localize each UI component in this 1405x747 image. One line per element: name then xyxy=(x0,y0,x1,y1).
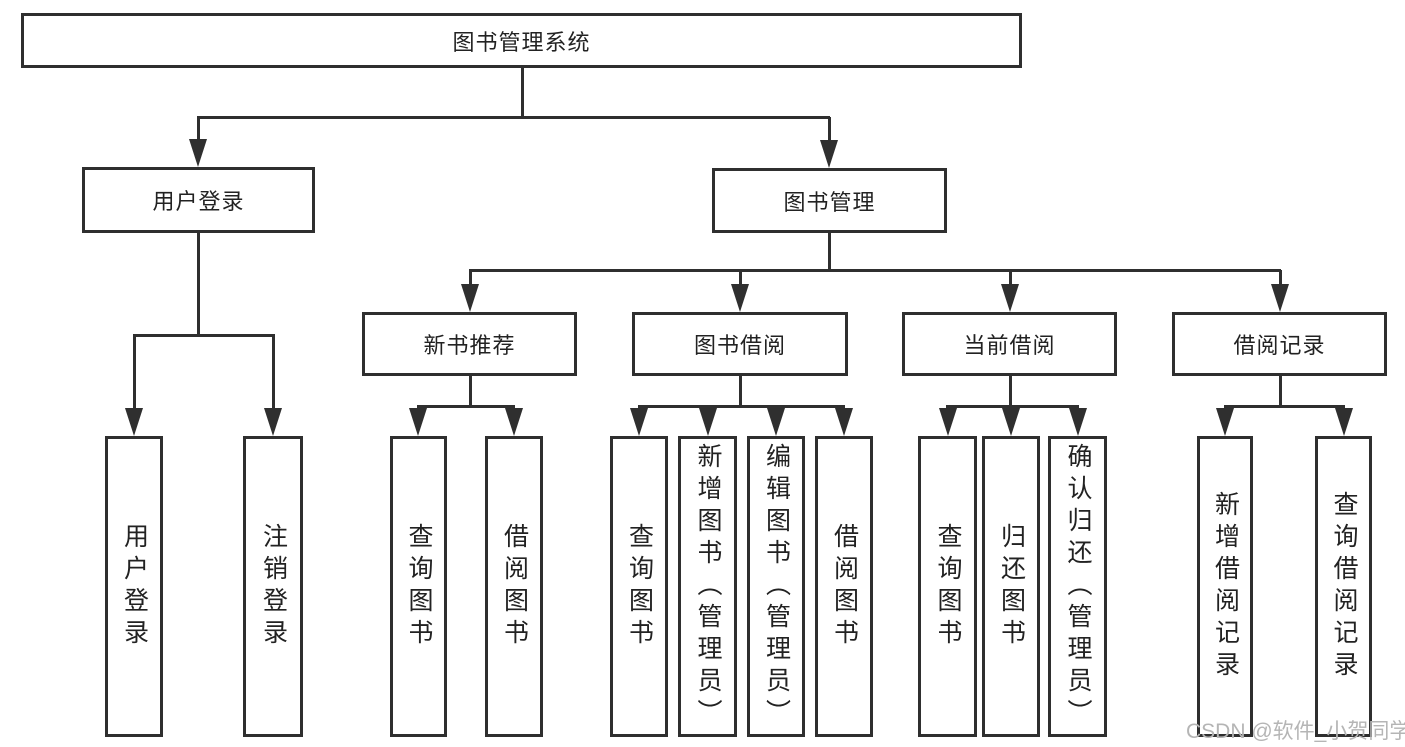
node-label: 图书借阅 xyxy=(693,333,786,358)
arrowhead-down-icon xyxy=(835,408,853,436)
node-label: 新增借阅记录 xyxy=(1211,490,1240,683)
connector-line-horizontal xyxy=(133,334,275,337)
connector-line-vertical xyxy=(133,335,136,410)
connector-line-vertical xyxy=(272,335,275,410)
arrowhead-down-icon xyxy=(1069,408,1087,436)
arrowhead-down-icon xyxy=(264,408,282,436)
watermark: CSDN @软件_小贺同学 xyxy=(1186,720,1405,743)
connector-line-horizontal xyxy=(197,116,830,119)
node-book-mgmt: 图书管理 xyxy=(712,168,947,233)
node-leaf-query-book-1: 查询图书 xyxy=(390,436,447,737)
node-leaf-query-book-2: 查询图书 xyxy=(610,436,668,737)
node-label: 借阅图书 xyxy=(500,522,529,651)
node-label: 图书管理系统 xyxy=(452,29,591,55)
node-user-login: 用户登录 xyxy=(82,167,315,233)
arrowhead-down-icon xyxy=(1271,284,1289,312)
arrowhead-down-icon xyxy=(939,408,957,436)
node-leaf-borrow-book-2: 借阅图书 xyxy=(815,436,873,737)
node-label: 用户登录 xyxy=(152,189,245,214)
arrowhead-down-icon xyxy=(461,284,479,312)
node-label: 编辑图书（管理员） xyxy=(762,442,791,731)
connector-line-horizontal xyxy=(1224,405,1345,408)
node-label: 查询图书 xyxy=(934,522,962,651)
node-borrow-records: 借阅记录 xyxy=(1172,312,1387,376)
connector-line-horizontal xyxy=(469,269,1281,272)
node-new-book-rec: 新书推荐 xyxy=(362,312,577,376)
node-label: 确认归还（管理员） xyxy=(1064,442,1092,731)
node-root: 图书管理系统 xyxy=(21,13,1022,68)
arrowhead-down-icon xyxy=(125,408,143,436)
node-book-borrow: 图书借阅 xyxy=(632,312,848,376)
node-leaf-borrow-book-1: 借阅图书 xyxy=(485,436,543,737)
node-leaf-logout: 注销登录 xyxy=(243,436,303,737)
arrowhead-down-icon xyxy=(767,408,785,436)
arrowhead-down-icon xyxy=(409,408,427,436)
arrowhead-down-icon xyxy=(505,408,523,436)
connector-line-vertical xyxy=(521,68,524,118)
node-leaf-add-borrow-record: 新增借阅记录 xyxy=(1197,436,1253,737)
arrowhead-down-icon xyxy=(699,408,717,436)
connector-line-vertical xyxy=(1279,376,1282,407)
node-leaf-edit-book: 编辑图书（管理员） xyxy=(747,436,805,737)
connector-line-vertical xyxy=(197,117,200,141)
node-label: 注销登录 xyxy=(259,522,288,651)
connector-line-vertical xyxy=(828,233,831,271)
node-current-borrow: 当前借阅 xyxy=(902,312,1117,376)
node-leaf-return-book: 归还图书 xyxy=(982,436,1040,737)
node-label: 用户登录 xyxy=(120,522,149,651)
arrowhead-down-icon xyxy=(731,284,749,312)
node-leaf-add-book: 新增图书（管理员） xyxy=(678,436,737,737)
connector-line-vertical xyxy=(1009,376,1012,407)
node-label: 借阅图书 xyxy=(830,522,859,651)
node-label: 新增图书（管理员） xyxy=(694,442,722,731)
arrowhead-down-icon xyxy=(1002,408,1020,436)
node-label: 图书管理 xyxy=(783,189,876,215)
node-label: 借阅记录 xyxy=(1233,333,1326,358)
arrowhead-down-icon xyxy=(630,408,648,436)
arrowhead-down-icon xyxy=(820,140,838,168)
connector-line-vertical xyxy=(469,376,472,407)
arrowhead-down-icon xyxy=(1001,284,1019,312)
arrowhead-down-icon xyxy=(1335,408,1353,436)
connector-line-vertical xyxy=(739,270,742,286)
node-leaf-query-borrow-record: 查询借阅记录 xyxy=(1315,436,1372,737)
connector-line-vertical xyxy=(828,117,831,142)
node-leaf-confirm-return: 确认归还（管理员） xyxy=(1048,436,1107,737)
node-label: 查询图书 xyxy=(625,522,654,651)
node-label: 新书推荐 xyxy=(423,333,516,358)
arrowhead-down-icon xyxy=(189,139,207,167)
node-label: 查询借阅记录 xyxy=(1330,490,1358,683)
connector-line-vertical xyxy=(1009,270,1012,286)
node-leaf-user-login: 用户登录 xyxy=(105,436,163,737)
arrowhead-down-icon xyxy=(1216,408,1234,436)
connector-line-vertical xyxy=(197,232,200,336)
node-label: 归还图书 xyxy=(997,522,1026,651)
connector-line-vertical xyxy=(1279,270,1282,286)
node-leaf-query-book-3: 查询图书 xyxy=(918,436,977,737)
connector-line-vertical xyxy=(469,270,472,286)
node-label: 当前借阅 xyxy=(963,333,1056,358)
connector-line-horizontal xyxy=(417,405,515,408)
connector-line-horizontal xyxy=(638,405,845,408)
connector-line-horizontal xyxy=(946,405,1079,408)
connector-line-vertical xyxy=(739,376,742,407)
node-label: 查询图书 xyxy=(405,522,433,651)
